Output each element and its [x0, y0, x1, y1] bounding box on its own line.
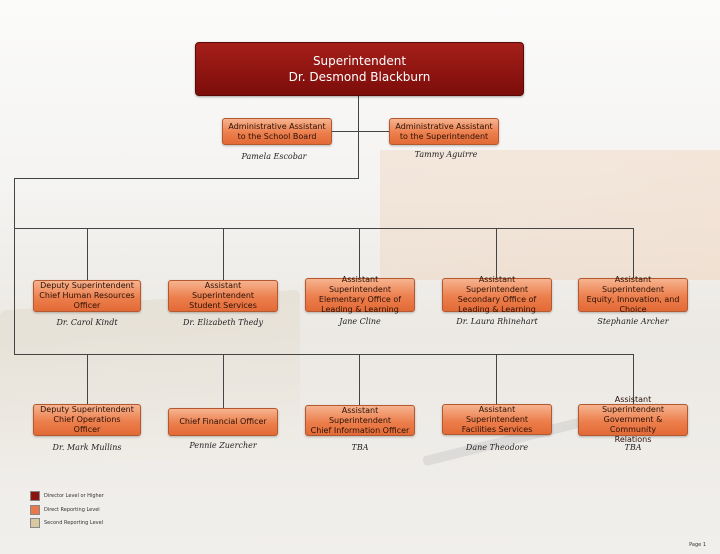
- superintendent-name: Dr. Desmond Blackburn: [288, 70, 431, 84]
- org-box-label: Assistant Superintendent Chief Informati…: [310, 405, 410, 435]
- assistant-name: Tammy Aguirre: [414, 150, 478, 159]
- legend-swatch: [30, 491, 40, 501]
- legend-item-second: Second Reporting Level: [30, 518, 103, 528]
- org-box-name: Dr. Laura Rhinehart: [456, 317, 538, 326]
- connector-row2-drop-4: [496, 354, 497, 404]
- org-box-operations: Deputy Superintendent Chief Operations O…: [33, 404, 141, 436]
- legend-label: Second Reporting Level: [44, 520, 104, 526]
- connector-assistants-horizontal: [332, 131, 389, 132]
- connector-row1-bus: [14, 228, 634, 229]
- org-box-finance: Chief Financial Officer: [168, 408, 278, 436]
- org-box-label: Assistant Superintendent Secondary Offic…: [457, 275, 537, 314]
- connector-row2-drop-3: [359, 354, 360, 405]
- connector-row1-drop-2: [223, 228, 224, 280]
- assistant-label: Administrative Assistant to the School B…: [228, 121, 326, 141]
- org-box-hr: Deputy Superintendent Chief Human Resour…: [33, 280, 141, 312]
- org-box-label: Deputy Superintendent Chief Human Resour…: [39, 281, 135, 310]
- org-box-equity: Assistant Superintendent Equity, Innovat…: [578, 275, 688, 314]
- org-box-name: TBA: [624, 443, 642, 452]
- connector-row1-drop-4: [496, 228, 497, 278]
- connector-top-vertical: [358, 96, 359, 178]
- legend-swatch: [30, 505, 40, 515]
- org-box-label: Deputy Superintendent Chief Operations O…: [40, 405, 134, 434]
- connector-main-horizontal: [14, 178, 359, 179]
- assistant-box-school-board: Administrative Assistant to the School B…: [222, 118, 332, 145]
- org-box-government: Assistant Superintendent Government & Co…: [578, 395, 688, 444]
- connector-row2-bus: [14, 354, 634, 355]
- org-box-name: Jane Cline: [339, 317, 381, 326]
- org-box-student-services: Assistant Superintendent Student Service…: [168, 280, 278, 312]
- org-box-facilities: Assistant Superintendent Facilities Serv…: [442, 404, 552, 435]
- org-box-label: Assistant Superintendent Equity, Innovat…: [586, 275, 680, 314]
- assistant-name: Pamela Escobar: [241, 152, 307, 161]
- org-box-name: Pennie Zuercher: [189, 441, 257, 450]
- org-box-label: Assistant Superintendent Government & Co…: [601, 395, 665, 444]
- connector-row1-drop-5: [633, 228, 634, 278]
- connector-row2-drop-5: [633, 354, 634, 404]
- legend-label: Direct Reporting Level: [44, 507, 100, 513]
- connector-row2-drop-2: [223, 354, 224, 408]
- legend-item-director: Director Level or Higher: [30, 491, 104, 501]
- legend-item-direct: Direct Reporting Level: [30, 505, 100, 515]
- org-box-name: TBA: [351, 443, 369, 452]
- org-box-name: Dr. Carol Kindt: [56, 318, 118, 327]
- superintendent-title: Superintendent: [312, 54, 407, 68]
- connector-row1-drop-1: [87, 228, 88, 280]
- connector-left-vertical: [14, 178, 15, 354]
- org-box-secondary: Assistant Superintendent Secondary Offic…: [442, 275, 552, 314]
- org-box-label: Chief Financial Officer: [179, 417, 267, 426]
- connector-row2-drop-1: [87, 354, 88, 404]
- assistant-box-superintendent: Administrative Assistant to the Superint…: [389, 118, 499, 145]
- org-box-name: Stephanie Archer: [597, 317, 669, 326]
- legend-label: Director Level or Higher: [44, 493, 104, 499]
- org-box-label: Assistant Superintendent Student Service…: [189, 281, 257, 310]
- assistant-label: Administrative Assistant to the Superint…: [395, 121, 493, 141]
- org-box-name: Dane Theodore: [465, 443, 529, 452]
- legend-swatch: [30, 518, 40, 528]
- page-number: Page 1: [689, 542, 706, 548]
- connector-row1-drop-3: [359, 228, 360, 278]
- org-box-information: Assistant Superintendent Chief Informati…: [305, 405, 415, 436]
- org-box-name: Dr. Elizabeth Thedy: [182, 318, 263, 327]
- background-folder-image: [380, 150, 720, 280]
- superintendent-box: Superintendent Dr. Desmond Blackburn: [195, 42, 524, 96]
- org-box-elementary: Assistant Superintendent Elementary Offi…: [305, 275, 415, 314]
- org-box-label: Assistant Superintendent Elementary Offi…: [318, 275, 402, 314]
- org-box-name: Dr. Mark Mullins: [52, 443, 122, 452]
- org-box-label: Assistant Superintendent Facilities Serv…: [461, 404, 533, 434]
